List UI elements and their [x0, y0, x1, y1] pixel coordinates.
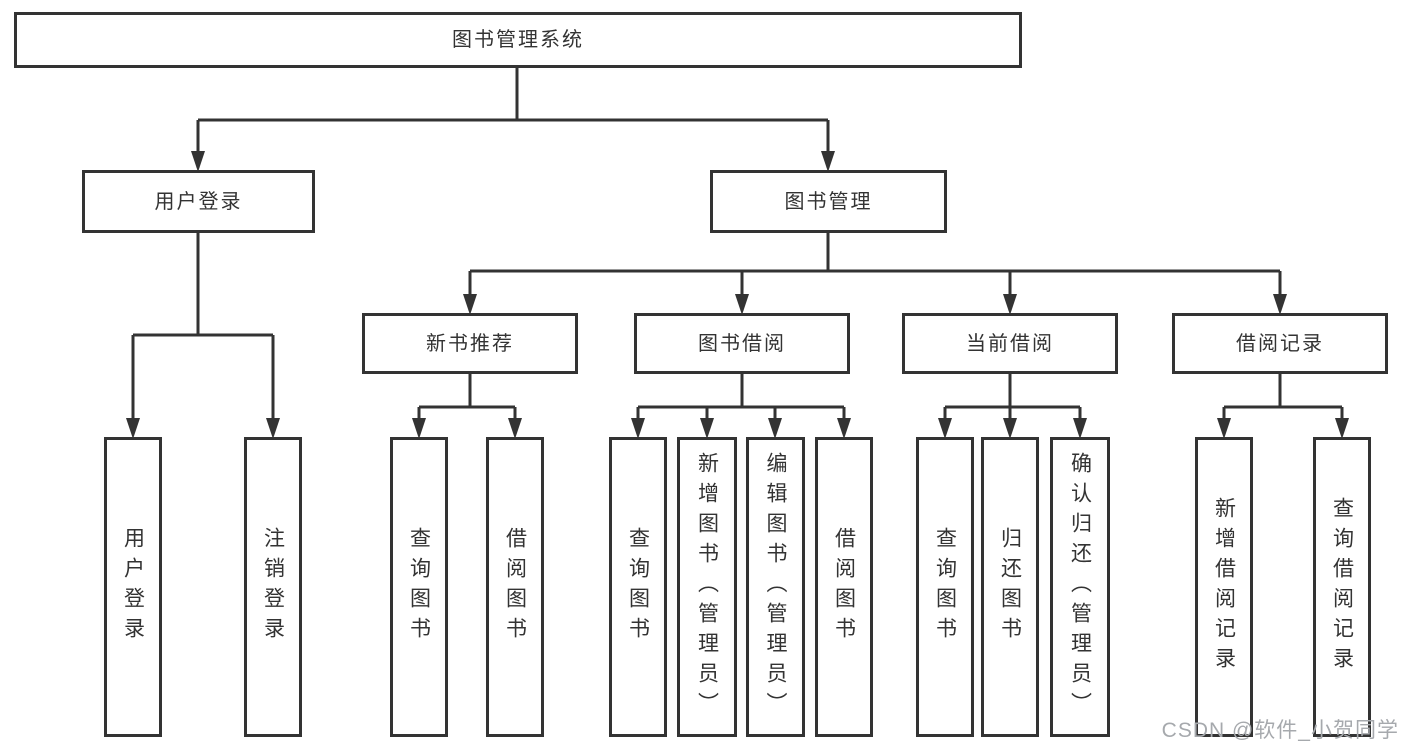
leaf-borrow-add-book-admin: 新增图书（管理员） [677, 437, 737, 737]
node-label: 图书管理 [784, 190, 873, 213]
leaf-label: 查询图书 [626, 527, 650, 647]
node-user-login: 用户登录 [82, 170, 315, 233]
arrowheads [126, 151, 1349, 439]
node-label: 借阅记录 [1236, 332, 1324, 355]
leaf-recommend-borrow-book: 借阅图书 [486, 437, 544, 737]
leaf-current-return-book: 归还图书 [981, 437, 1039, 737]
leaf-label: 新增图书（管理员） [695, 452, 719, 722]
leaf-recommend-query-book: 查询图书 [390, 437, 448, 737]
node-new-book-recommend: 新书推荐 [362, 313, 578, 374]
leaf-label: 新增借阅记录 [1212, 497, 1236, 677]
leaf-user-login: 用户登录 [104, 437, 162, 737]
node-label: 图书借阅 [698, 332, 786, 355]
leaf-label: 查询图书 [407, 527, 431, 647]
node-library-system: 图书管理系统 [14, 12, 1022, 68]
leaf-label: 借阅图书 [503, 527, 527, 647]
leaf-borrow-borrow-book: 借阅图书 [815, 437, 873, 737]
leaf-borrow-query-book: 查询图书 [609, 437, 667, 737]
csdn-watermark: CSDN @软件_小贺同学 [1161, 719, 1399, 742]
leaf-label: 借阅图书 [832, 527, 856, 647]
tree-edges [131, 66, 1344, 434]
node-label: 用户登录 [154, 190, 243, 213]
leaf-current-confirm-return-admin: 确认归还（管理员） [1050, 437, 1110, 737]
node-current-borrow: 当前借阅 [902, 313, 1118, 374]
leaf-label: 查询图书 [933, 527, 957, 647]
leaf-label: 确认归还（管理员） [1068, 452, 1092, 722]
leaf-borrow-edit-book-admin: 编辑图书（管理员） [746, 437, 805, 737]
leaf-records-query-record: 查询借阅记录 [1313, 437, 1371, 737]
leaf-current-query-book: 查询图书 [916, 437, 974, 737]
leaf-records-add-record: 新增借阅记录 [1195, 437, 1253, 737]
node-label: 当前借阅 [966, 332, 1054, 355]
leaf-label: 查询借阅记录 [1330, 497, 1354, 677]
leaf-label: 编辑图书（管理员） [764, 452, 787, 722]
node-label: 新书推荐 [426, 332, 514, 355]
leaf-logout: 注销登录 [244, 437, 302, 737]
node-borrow-records: 借阅记录 [1172, 313, 1388, 374]
leaf-label: 用户登录 [121, 527, 145, 647]
node-label: 图书管理系统 [452, 29, 584, 51]
node-book-management: 图书管理 [710, 170, 947, 233]
leaf-label: 注销登录 [261, 527, 285, 647]
leaf-label: 归还图书 [998, 527, 1022, 647]
node-book-borrow: 图书借阅 [634, 313, 850, 374]
